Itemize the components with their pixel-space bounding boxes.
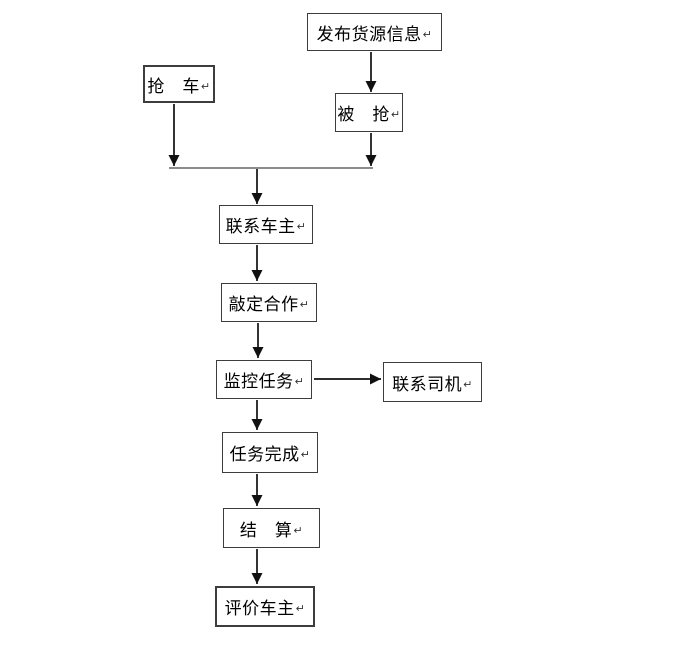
node-publish-cargo-info: 发布货源信息↵: [307, 13, 442, 51]
node-label: 监控任务: [223, 372, 294, 392]
paragraph-mark: ↵: [293, 523, 304, 537]
paragraph-mark: ↵: [200, 79, 211, 93]
node-monitor-task: 监控任务↵: [216, 360, 312, 399]
node-grab-car: 抢 车↵: [143, 65, 215, 103]
paragraph-mark: ↵: [294, 375, 305, 388]
paragraph-mark: ↵: [463, 377, 473, 391]
node-label: 联系司机: [392, 374, 463, 395]
paragraph-mark: ↵: [422, 27, 433, 41]
paragraph-mark: ↵: [296, 220, 307, 233]
node-label: 被 抢: [337, 105, 390, 125]
paragraph-mark: ↵: [390, 108, 401, 121]
node-contact-driver: 联系司机↵: [383, 362, 482, 402]
paragraph-mark: ↵: [300, 448, 311, 461]
node-contact-car-owner: 联系车主↵: [219, 205, 313, 244]
node-settlement: 结 算↵: [223, 508, 320, 548]
node-label: 评价车主: [224, 599, 295, 619]
node-task-complete: 任务完成↵: [222, 432, 318, 473]
node-evaluate-car-owner: 评价车主↵: [215, 586, 315, 627]
node-label: 联系车主: [225, 217, 296, 237]
node-finalize-cooperation: 敲定合作↵: [221, 283, 317, 322]
node-being-grabbed: 被 抢↵: [335, 93, 403, 132]
paragraph-mark: ↵: [295, 602, 306, 615]
paragraph-mark: ↵: [299, 298, 310, 311]
node-label: 任务完成: [229, 445, 300, 465]
node-label: 抢 车: [147, 76, 200, 97]
node-label: 敲定合作: [228, 295, 299, 315]
node-label: 结 算: [239, 520, 293, 541]
node-label: 发布货源信息: [316, 24, 422, 45]
